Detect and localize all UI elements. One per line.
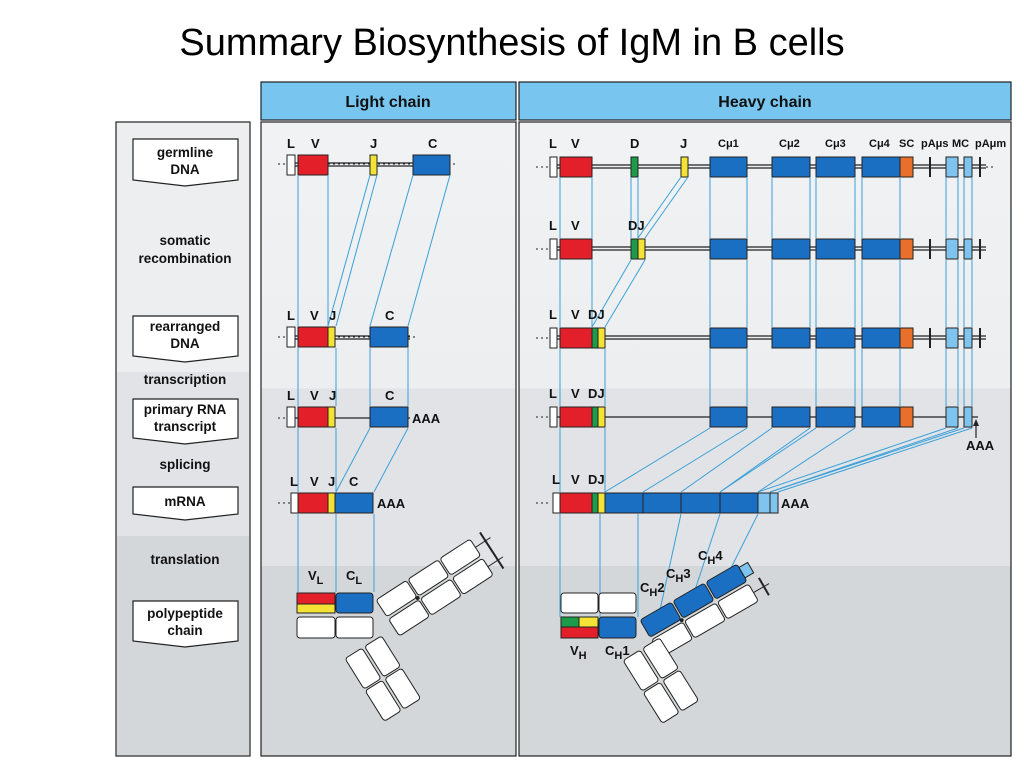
svg-text:DJ: DJ bbox=[588, 307, 605, 322]
svg-text:L: L bbox=[549, 307, 557, 322]
svg-text:D: D bbox=[630, 136, 639, 151]
svg-text:MC: MC bbox=[952, 138, 969, 150]
heavy-chain-primary-rna: AAA L V DJ bbox=[536, 386, 995, 453]
heavy-chain-germline: L V D J Cμ1 Cμ2 Cμ3 Cμ4 SC pAμs MC pAμm bbox=[536, 136, 1006, 178]
light-chain-polypeptide: VL CL bbox=[296, 531, 505, 721]
mrna-label: mRNA bbox=[164, 494, 206, 509]
svg-text:J: J bbox=[370, 136, 377, 151]
polypeptide-box: polypeptide chain bbox=[132, 600, 239, 648]
light-chain-header: Light chain bbox=[345, 94, 430, 111]
rearranged-label-2: DNA bbox=[170, 336, 199, 351]
light-chain-rearranged: L V J C bbox=[278, 308, 418, 348]
svg-text:L: L bbox=[287, 388, 295, 403]
svg-text:J: J bbox=[329, 308, 336, 323]
primary-rna-box: primary RNA transcript bbox=[132, 398, 239, 445]
svg-text:V: V bbox=[571, 307, 580, 322]
svg-text:Cμ2: Cμ2 bbox=[779, 138, 800, 150]
svg-text:DJ: DJ bbox=[588, 386, 605, 401]
mrna-box: mRNA bbox=[132, 486, 239, 521]
translation-label: translation bbox=[150, 552, 219, 567]
transcription-label: transcription bbox=[144, 372, 227, 387]
svg-text:L: L bbox=[549, 218, 557, 233]
polypeptide-label-2: chain bbox=[167, 623, 202, 638]
vl-label: VL bbox=[308, 568, 324, 587]
svg-text:J: J bbox=[328, 474, 335, 489]
svg-text:C: C bbox=[349, 474, 359, 489]
page-title: Summary Biosynthesis of IgM in B cells bbox=[179, 22, 845, 64]
svg-text:pAμs: pAμs bbox=[921, 138, 949, 150]
somatic-label-2: recombination bbox=[138, 251, 231, 266]
light-chain-germline: L V J C bbox=[278, 136, 458, 176]
svg-text:AAA: AAA bbox=[412, 411, 441, 426]
svg-text:C: C bbox=[385, 388, 395, 403]
ch2-label: CH2 bbox=[640, 580, 665, 599]
heavy-chain-dj-recombined: L V DJ bbox=[536, 218, 986, 260]
polypeptide-label: polypeptide bbox=[147, 606, 223, 621]
svg-text:L: L bbox=[290, 474, 298, 489]
svg-text:J: J bbox=[680, 136, 687, 151]
vh-label: VH bbox=[570, 643, 587, 662]
svg-text:Cμ1: Cμ1 bbox=[718, 138, 739, 150]
svg-text:V: V bbox=[571, 218, 580, 233]
svg-text:Cμ4: Cμ4 bbox=[869, 138, 891, 150]
ch1-label: CH1 bbox=[605, 643, 630, 662]
svg-text:V: V bbox=[571, 386, 580, 401]
light-chain-mrna: L V J C AAA bbox=[278, 474, 406, 514]
svg-text:AAA: AAA bbox=[781, 496, 810, 511]
ch4-label: CH4 bbox=[698, 548, 723, 567]
heavy-chain-connectors bbox=[559, 176, 973, 617]
svg-text:V: V bbox=[310, 308, 319, 323]
svg-text:J: J bbox=[329, 388, 336, 403]
heavy-chain-header: Heavy chain bbox=[718, 94, 811, 111]
germline-label: germline bbox=[157, 145, 214, 160]
svg-text:L: L bbox=[549, 386, 557, 401]
step-column: germline DNA somatic recombination rearr… bbox=[115, 121, 251, 757]
light-chain-primary-rna: L V J C AAA bbox=[278, 388, 441, 428]
svg-text:V: V bbox=[571, 136, 580, 151]
svg-text:DJ: DJ bbox=[588, 472, 605, 487]
svg-text:L: L bbox=[287, 308, 295, 323]
svg-text:L: L bbox=[287, 136, 295, 151]
svg-text:C: C bbox=[428, 136, 438, 151]
heavy-chain-mrna: AAA L V DJ bbox=[536, 472, 810, 514]
rearranged-label: rearranged bbox=[150, 319, 221, 334]
somatic-label: somatic bbox=[159, 233, 211, 248]
svg-text:AAA: AAA bbox=[377, 496, 406, 511]
rearranged-dna-box: rearranged DNA bbox=[132, 315, 239, 363]
svg-text:V: V bbox=[310, 388, 319, 403]
germline-dna-box: germline DNA bbox=[132, 138, 239, 187]
primary-label: primary RNA bbox=[144, 402, 227, 417]
cl-label: CL bbox=[346, 568, 362, 587]
svg-text:V: V bbox=[310, 474, 319, 489]
heavy-chain-panel: Heavy chain bbox=[518, 81, 1012, 757]
svg-text:Cμ3: Cμ3 bbox=[825, 138, 846, 150]
svg-text:L: L bbox=[552, 472, 560, 487]
svg-text:V: V bbox=[571, 472, 580, 487]
svg-text:V: V bbox=[311, 136, 320, 151]
heavy-chain-polypeptide: VH CH1 CH2 CH3 CH4 bbox=[560, 548, 770, 723]
primary-label-2: transcript bbox=[154, 419, 217, 434]
svg-text:L: L bbox=[549, 136, 557, 151]
svg-text:AAA: AAA bbox=[966, 438, 995, 453]
germline-label-2: DNA bbox=[170, 162, 199, 177]
svg-text:C: C bbox=[385, 308, 395, 323]
ch3-label: CH3 bbox=[666, 566, 691, 585]
svg-text:pAμm: pAμm bbox=[975, 138, 1006, 150]
svg-text:SC: SC bbox=[899, 138, 914, 150]
splicing-label: splicing bbox=[159, 457, 210, 472]
svg-text:DJ: DJ bbox=[628, 218, 645, 233]
heavy-chain-rearranged: L V DJ bbox=[536, 307, 986, 349]
light-chain-connectors bbox=[297, 174, 451, 592]
